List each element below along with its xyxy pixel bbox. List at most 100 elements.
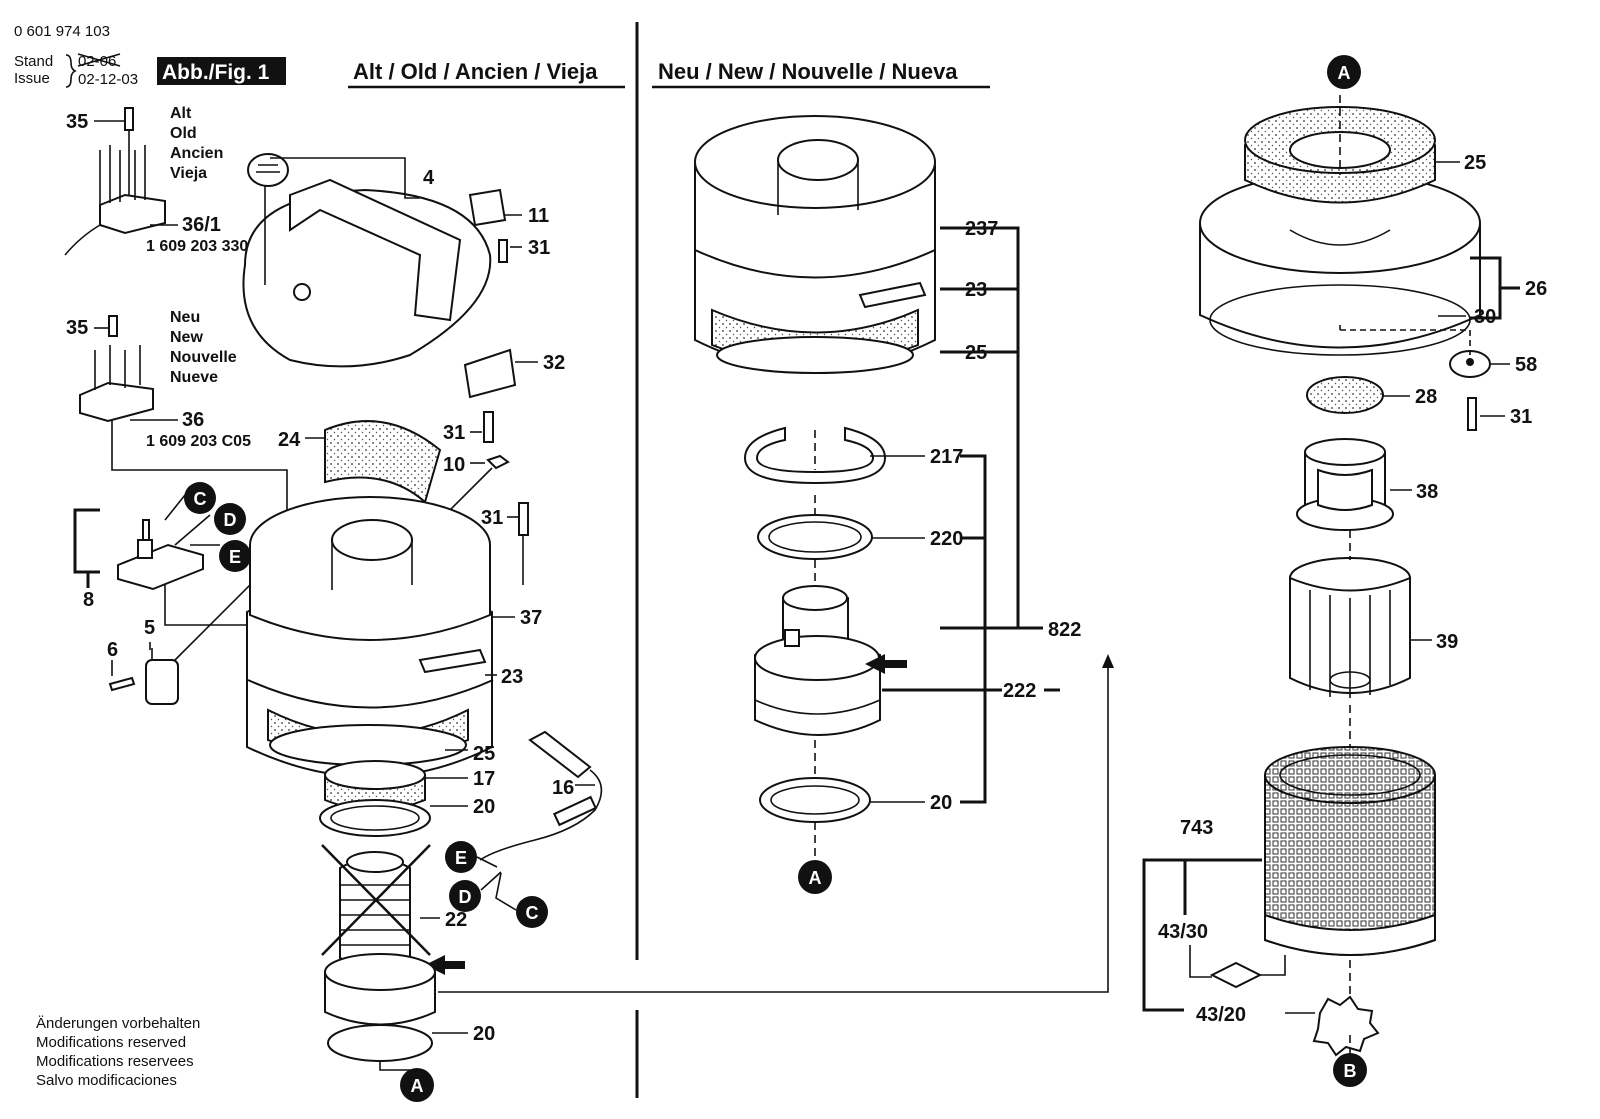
screw-icon <box>483 411 494 443</box>
switch-old-line: Alt <box>170 105 192 122</box>
marker-C-cord: C <box>516 896 548 928</box>
issue-label: Issue <box>14 70 50 87</box>
cartridge-filter-743 <box>1264 746 1436 956</box>
part-label-237: 237 <box>965 218 998 240</box>
marker-E-module: E <box>219 540 251 572</box>
marker-A-new: A <box>798 860 832 894</box>
footer-line: Salvo modificaciones <box>36 1072 177 1089</box>
part-label-4: 4 <box>423 167 435 189</box>
split-ring-217 <box>743 426 887 485</box>
part-label-37: 37 <box>520 607 542 629</box>
part-label-220: 220 <box>930 528 963 550</box>
motor-222-new <box>754 585 907 736</box>
reference-line <box>438 662 1109 993</box>
svg-text:A: A <box>1338 63 1351 83</box>
switch-old-line: Ancien <box>170 145 223 162</box>
filter-strip <box>324 420 442 504</box>
section-new-title: Neu / New / Nouvelle / Nueva <box>658 59 958 84</box>
svg-text:E: E <box>455 848 467 868</box>
screw-icon <box>124 107 134 131</box>
stand-label: Stand <box>14 53 53 70</box>
marker-D-module: D <box>214 503 246 535</box>
part-label-38: 38 <box>1416 481 1438 503</box>
part-label-5: 5 <box>144 617 155 639</box>
marker-C-module: C <box>184 482 216 514</box>
strike-line <box>77 53 121 67</box>
part-label-39: 39 <box>1436 631 1458 653</box>
svg-text:C: C <box>194 489 207 509</box>
svg-text:D: D <box>459 887 472 907</box>
screw-icon <box>108 315 118 337</box>
part-label-36-1: 36/1 <box>182 214 221 236</box>
part-label-43-20: 43/20 <box>1196 1004 1246 1026</box>
label-icon <box>1209 961 1263 989</box>
crossed-out-mark <box>321 844 431 956</box>
marker-E-cord: E <box>445 841 477 873</box>
marker-A-top-right: A <box>1327 55 1361 89</box>
ring-20 <box>327 1024 433 1062</box>
part-label-43-30: 43/30 <box>1158 921 1208 943</box>
figure-label: Abb./Fig. 1 <box>162 61 270 84</box>
svg-text:A: A <box>809 868 822 888</box>
lid-group: 4 11 31 32 <box>242 153 565 399</box>
part-label-25: 25 <box>965 342 987 364</box>
part-label-23: 23 <box>965 279 987 301</box>
part-label-20: 20 <box>473 796 495 818</box>
svg-text:D: D <box>224 510 237 530</box>
motor-housing-old <box>246 496 494 778</box>
ring-20 <box>759 777 871 823</box>
part-label-35: 35 <box>66 317 88 339</box>
part-label-822: 822 <box>1048 619 1081 641</box>
switch-new-group: 35 Neu New Nouvelle Nueve 36 1 609 203 C… <box>66 309 288 590</box>
filter-cage-39 <box>1289 557 1411 698</box>
part-label-20: 20 <box>473 1023 495 1045</box>
part-label-58: 58 <box>1515 354 1537 376</box>
wing-nut-icon <box>1312 995 1380 1057</box>
switch-new-line: New <box>170 329 203 346</box>
switch-new-line: Neu <box>170 309 200 326</box>
part-label-17: 17 <box>473 768 495 790</box>
footer-line: Modifications reservees <box>36 1053 194 1070</box>
switch-old-line: Vieja <box>170 165 207 182</box>
part-label-35: 35 <box>66 111 88 133</box>
clip <box>486 454 510 470</box>
part-label-11: 11 <box>528 205 549 227</box>
plug <box>528 730 592 779</box>
electronic-module <box>117 543 204 591</box>
svg-text:B: B <box>1344 1061 1357 1081</box>
part-label-222: 222 <box>1003 680 1036 702</box>
label-plate <box>463 348 517 399</box>
filter-holder-38 <box>1296 438 1394 531</box>
header: 0 601 974 103 Stand Issue 02-06 02-12-03… <box>14 23 286 88</box>
figure-badge <box>157 57 286 85</box>
svg-text:C: C <box>526 903 539 923</box>
part-number: 0 601 974 103 <box>14 23 110 40</box>
part-label-36: 36 <box>182 409 204 431</box>
switch-old-line: Old <box>170 125 197 142</box>
part-label-31: 31 <box>1510 406 1532 428</box>
knob <box>247 153 289 187</box>
part-label-28: 28 <box>1415 386 1437 408</box>
part-label-217: 217 <box>930 446 963 468</box>
arrow-up-icon <box>1102 654 1114 668</box>
power-cord: 16 <box>479 730 603 861</box>
part-label-10: 10 <box>443 454 465 476</box>
electronic-module-group: 8 <box>73 494 280 626</box>
switch-new-line: Nouvelle <box>170 349 237 366</box>
switch-5 <box>145 659 179 705</box>
svg-text:A: A <box>411 1076 424 1096</box>
part-label-22: 22 <box>445 909 467 931</box>
part-label-743: 743 <box>1180 817 1213 839</box>
part-label-23: 23 <box>501 666 523 688</box>
part-label-24: 24 <box>278 429 301 451</box>
screw-icon <box>498 239 508 263</box>
marker-A-old: A <box>400 1068 434 1102</box>
screw-icon <box>108 676 136 692</box>
part-label-31: 31 <box>443 422 465 444</box>
part-label-16: 16 <box>552 777 574 799</box>
switch-new <box>79 381 154 423</box>
arrow-icon <box>865 654 907 674</box>
switch-old-group: 35 Alt Old Ancien Vieja 36/1 1 609 203 3… <box>64 105 248 256</box>
screw-icon <box>1467 397 1477 431</box>
